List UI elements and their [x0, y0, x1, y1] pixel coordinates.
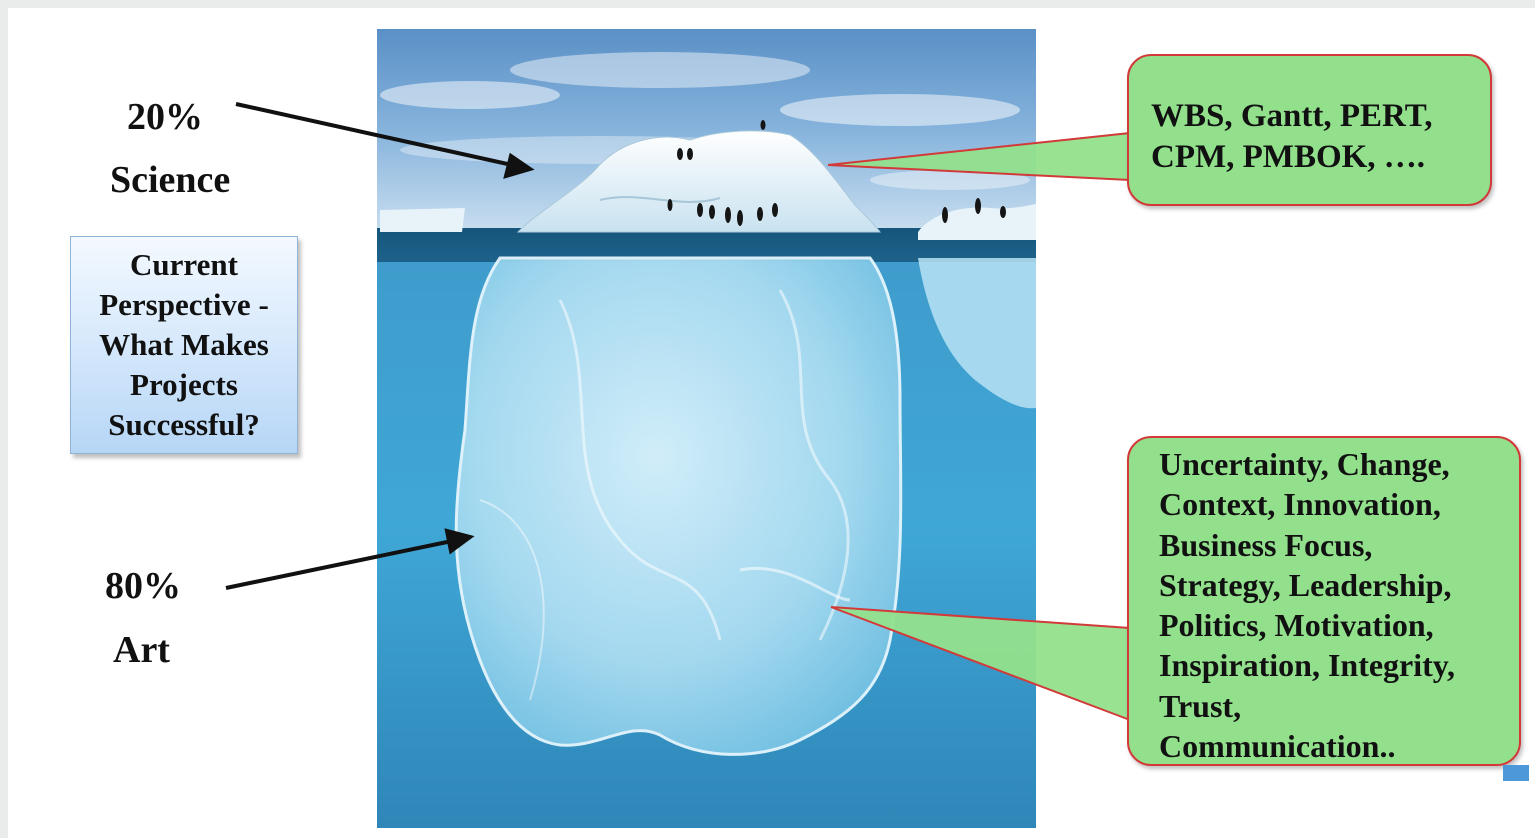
perspective-line: Successful? [99, 405, 269, 445]
perspective-line: Projects [99, 365, 269, 405]
callout-line: Communication.. [1159, 726, 1519, 766]
top-percent: 20% [127, 95, 203, 139]
iceberg-underwater [456, 258, 901, 754]
art-callout: Uncertainty, Change, Context, Innovation… [1127, 436, 1521, 766]
callout-line: Trust, [1159, 686, 1519, 726]
bottom-percent: 80% [105, 564, 181, 608]
perspective-line: What Makes [99, 325, 269, 365]
perspective-box: Current Perspective - What Makes Project… [70, 236, 298, 454]
perspective-line: Perspective - [99, 285, 269, 325]
callout-line: Strategy, Leadership, [1159, 565, 1519, 605]
callout-line: Uncertainty, Change, [1159, 444, 1519, 484]
callout-line: Inspiration, Integrity, [1159, 645, 1519, 685]
callout-line: Business Focus, [1159, 525, 1519, 565]
callout-line: Context, Innovation, [1159, 484, 1519, 524]
callout-line: CPM, PMBOK, …. [1151, 137, 1490, 178]
callout-line: Politics, Motivation, [1159, 605, 1519, 645]
bottom-word: Art [113, 628, 170, 672]
callout-line: WBS, Gantt, PERT, [1151, 96, 1490, 137]
science-callout: WBS, Gantt, PERT, CPM, PMBOK, …. [1127, 54, 1492, 206]
corner-marker [1503, 765, 1529, 781]
perspective-line: Current [99, 245, 269, 285]
top-word: Science [110, 158, 230, 202]
